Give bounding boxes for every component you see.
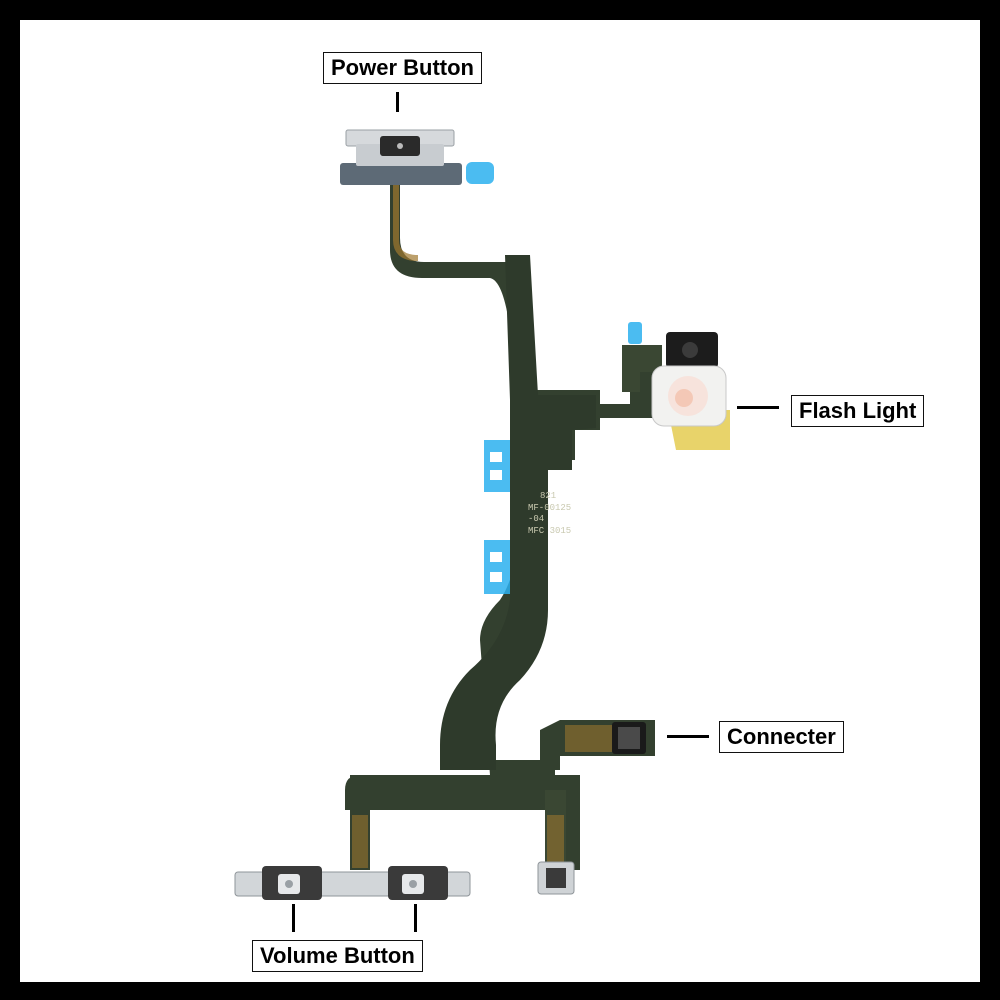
- silkscreen-line-4: MFC 3015: [528, 526, 572, 536]
- volume-button-leader-right: [414, 904, 417, 932]
- volume-button-leader-left: [292, 904, 295, 932]
- flex-trace-switch: [547, 815, 564, 862]
- power-button-label: Power Button: [323, 52, 482, 84]
- silkscreen-line-1: 821: [540, 491, 557, 501]
- flex-cable-body: [345, 170, 660, 870]
- power-button-assembly: [340, 129, 494, 185]
- silkscreen-line-2: MF-00125: [528, 503, 572, 513]
- flex-trace: [393, 175, 419, 261]
- connecter-label: Connecter: [719, 721, 844, 753]
- volume-button-assembly: [234, 866, 471, 900]
- adhesive-tabs: [484, 322, 642, 594]
- diagram-frame: [20, 20, 980, 982]
- flex-trace-connector: [565, 725, 612, 752]
- flex-cable-center: [440, 255, 596, 770]
- silkscreen-line-3: -04: [528, 514, 545, 524]
- flash-light-leader: [737, 406, 779, 409]
- board-connector: [612, 722, 646, 754]
- volume-button-label: Volume Button: [252, 940, 423, 972]
- flash-light-label: Flash Light: [791, 395, 925, 427]
- mute-switch: [537, 861, 575, 895]
- flex-cable: [345, 170, 660, 870]
- connecter-leader: [667, 735, 709, 738]
- power-button-leader: [396, 92, 399, 112]
- flex-trace-volume: [352, 815, 368, 868]
- flash-light-module: [622, 332, 730, 450]
- flex-cable-lower-branch: [350, 775, 548, 870]
